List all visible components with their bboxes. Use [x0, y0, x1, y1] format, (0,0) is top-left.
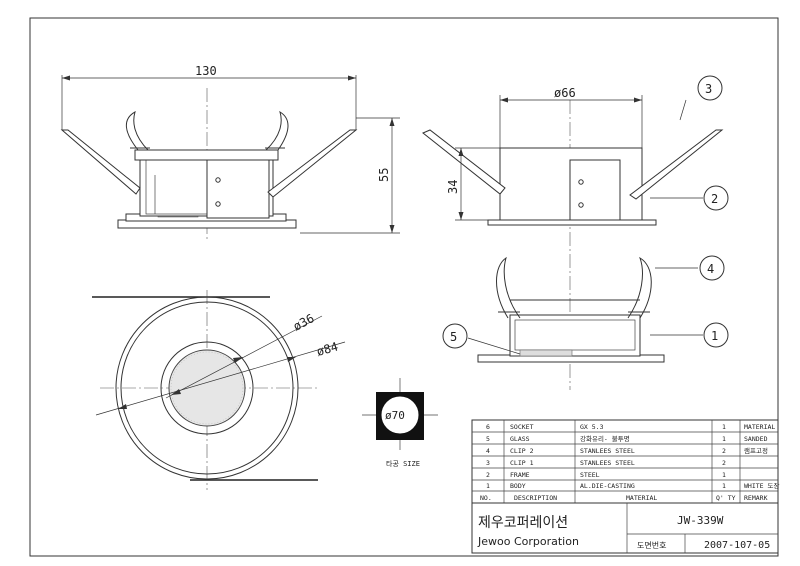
- cutout-size: ø70 타공 SIZE: [362, 378, 438, 468]
- model-number: JW-339W: [677, 514, 724, 527]
- front-height-dim: 55: [377, 168, 391, 182]
- front-width-dim: 130: [195, 64, 217, 78]
- table-row-cell: 2: [722, 447, 726, 455]
- table-row-cell: 1: [722, 423, 726, 431]
- svg-text:3: 3: [705, 82, 712, 96]
- table-row-cell: 2: [486, 471, 490, 479]
- table-row-cell: BODY: [510, 482, 526, 490]
- table-header-material: MATERIAL: [626, 494, 657, 502]
- table-row-cell: 1: [722, 471, 726, 479]
- title-block: 제우코퍼레이션 Jewoo Corporation JW-339W 도면번호 2…: [471, 502, 779, 554]
- table-row-cell: GLASS: [510, 435, 530, 443]
- table-row-cell: STANLEES STEEL: [580, 447, 635, 455]
- drawing-number: 2007-107-05: [704, 540, 770, 551]
- sheet-border: [29, 17, 779, 557]
- table-row-cell: 램프고정: [744, 446, 768, 455]
- table-row-cell: STEEL: [580, 471, 600, 479]
- svg-text:4: 4: [707, 262, 714, 276]
- bottom-view: ø84 ø36: [92, 290, 346, 490]
- table-row-cell: AL.DIE-CASTING: [580, 482, 635, 490]
- balloon-5: 5: [442, 323, 468, 349]
- balloon-1: 1: [703, 322, 729, 348]
- table-row-cell: SOCKET: [510, 423, 534, 431]
- balloon-3: 3: [697, 75, 723, 101]
- front-view: 130 55: [60, 64, 400, 240]
- balloon-2: 2: [703, 185, 729, 211]
- parts-table: 6 SOCKET GX 5.3 1 MATERIAL 5 GLASS 강화유리-…: [471, 419, 779, 504]
- table-row-cell: 2: [722, 459, 726, 467]
- side-view: ø66 34: [422, 86, 724, 390]
- glass-lens: [168, 349, 246, 427]
- table-row-cell: SANDED: [744, 435, 768, 443]
- table-header-qty: Q' TY: [716, 494, 736, 502]
- company-name-en: Jewoo Corporation: [477, 535, 579, 548]
- table-row-cell: 5: [486, 435, 490, 443]
- table-row-cell: 4: [486, 447, 490, 455]
- svg-text:5: 5: [450, 330, 457, 344]
- cutout-caption: 타공 SIZE: [386, 459, 420, 468]
- bottom-inner-dim: ø36: [291, 311, 317, 334]
- bottom-outer-dim: ø84: [315, 339, 340, 358]
- table-row-cell: 1: [722, 482, 726, 490]
- balloon-4: 4: [699, 255, 725, 281]
- side-height-dim: 34: [446, 180, 460, 194]
- side-diameter-dim: ø66: [554, 86, 576, 100]
- table-row-cell: CLIP 1: [510, 459, 534, 467]
- table-row-cell: MATERIAL: [744, 423, 775, 431]
- table-header-no: NO.: [480, 494, 492, 502]
- table-row-cell: CLIP 2: [510, 447, 534, 455]
- drawing-number-label: 도면번호: [637, 540, 666, 550]
- table-row-cell: 6: [486, 423, 490, 431]
- svg-text:1: 1: [711, 329, 718, 343]
- table-header-remark: REMARK: [744, 494, 768, 502]
- table-row-cell: GX 5.3: [580, 423, 604, 431]
- glass-hatch-exploded: [519, 349, 573, 357]
- table-row-cell: WHITE 도장: [744, 481, 779, 490]
- cutout-diameter-dim: ø70: [385, 409, 405, 422]
- table-row-cell: 1: [486, 482, 490, 490]
- table-row-cell: 1: [722, 435, 726, 443]
- table-row-cell: 3: [486, 459, 490, 467]
- company-name-kr: 제우코퍼레이션: [478, 515, 568, 531]
- svg-text:2: 2: [711, 192, 718, 206]
- table-row-cell: STANLEES STEEL: [580, 459, 635, 467]
- table-row-cell: 강화유리- 불투명: [580, 434, 630, 443]
- table-header-description: DESCRIPTION: [514, 494, 557, 502]
- table-row-cell: FRAME: [510, 471, 530, 479]
